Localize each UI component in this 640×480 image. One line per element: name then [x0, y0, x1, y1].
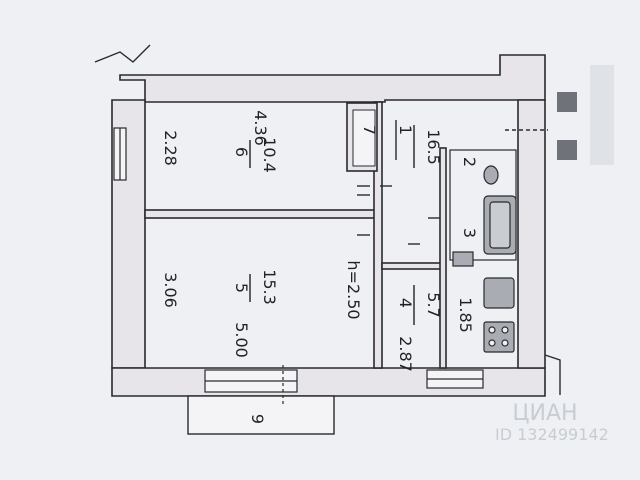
- room-1-area: 16.5: [424, 129, 443, 165]
- room-4-area: 5.7: [424, 292, 443, 317]
- room-4-number: 4: [396, 298, 415, 308]
- stove-icon: [483, 321, 515, 353]
- blurred-block-top: [557, 92, 577, 112]
- fraction-lines: [249, 125, 415, 325]
- room-1-number: 1: [396, 125, 415, 135]
- room-3-number: 3: [460, 228, 479, 238]
- watermark-line1: ЦИАН: [512, 401, 577, 426]
- top-wall: [119, 54, 546, 103]
- wall-corner-mark: [544, 354, 561, 395]
- room-2-number: 2: [460, 157, 479, 167]
- wall-rooms-kitchen: [373, 101, 383, 369]
- watermark-line2: ID 132499142: [495, 425, 609, 444]
- room-5-width: 5.00: [232, 322, 251, 358]
- room-4: 4 5.7 1.85 2.87: [396, 292, 475, 372]
- room-7: 7: [360, 125, 379, 135]
- room-2: 2: [460, 157, 479, 167]
- room-6: 6 10.4 4.36 2.28: [161, 110, 279, 173]
- room-5-number: 5: [232, 283, 251, 293]
- wall-6-5: [144, 209, 381, 219]
- wall-kitchen-bath: [439, 147, 447, 369]
- room-5-area: 15.3: [260, 269, 279, 305]
- sink-icon: [483, 277, 515, 309]
- wall-break-mark: [94, 44, 151, 63]
- washbasin-icon: [452, 251, 474, 267]
- closet-7-inner: [352, 109, 376, 167]
- balcony-label: 9: [248, 414, 267, 424]
- toilet-icon: [483, 165, 499, 185]
- bathroom-fixtures: [449, 149, 517, 353]
- windows: [113, 127, 484, 393]
- room-5-height: 3.06: [161, 272, 180, 308]
- room-5: 5 15.3 3.06 5.00 h=2.50: [161, 260, 363, 357]
- inner-walls: [144, 101, 447, 369]
- door-marks: [357, 120, 548, 245]
- room-6-width: 4.36: [251, 110, 270, 146]
- balcony: [187, 395, 335, 435]
- room-6-area: 10.4: [260, 137, 279, 173]
- room-3: 3: [460, 228, 479, 238]
- room-7-number: 7: [360, 125, 379, 135]
- blurred-block-bottom: [557, 140, 577, 160]
- room-4-dim-b: 2.87: [396, 336, 415, 372]
- room-6-number: 6: [232, 147, 251, 157]
- wall-1-4: [381, 262, 443, 270]
- right-wall: [517, 99, 546, 369]
- blurred-area: [590, 65, 614, 165]
- room-4-dim-a: 1.85: [456, 297, 475, 333]
- ceiling-height: h=2.50: [344, 260, 363, 319]
- room-6-height: 2.28: [161, 130, 180, 166]
- room-1: 1 16.5: [396, 125, 443, 165]
